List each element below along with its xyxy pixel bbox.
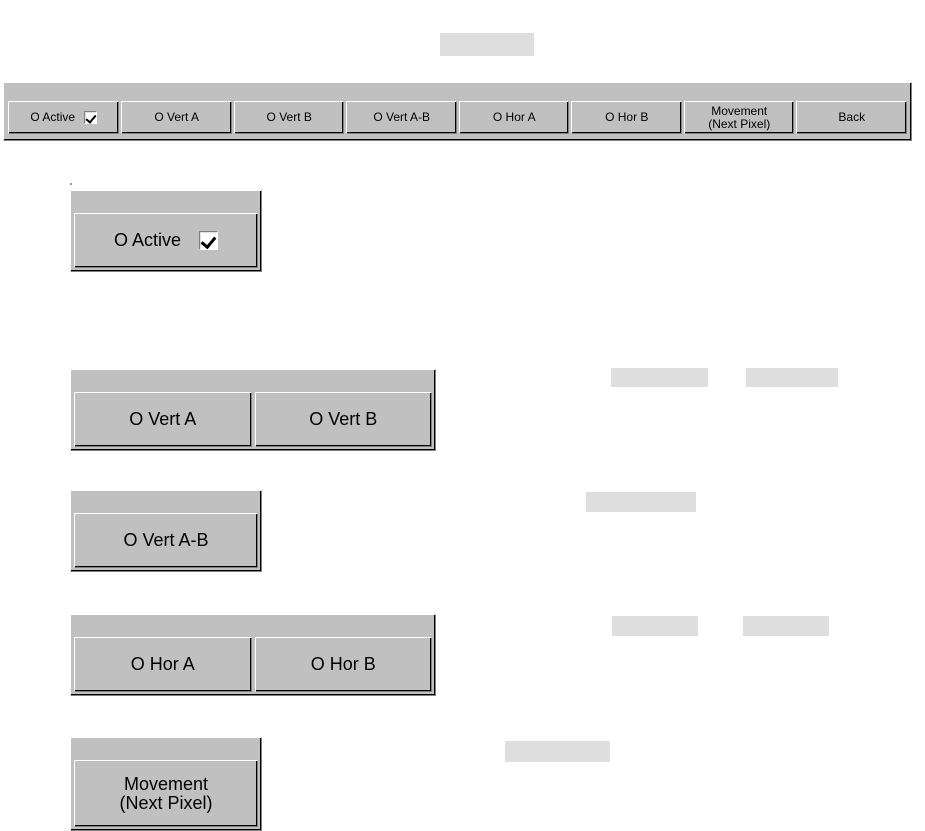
detail-button-o-vert-b-label: O Vert B xyxy=(309,409,378,430)
toolbar-button-o-hor-b[interactable]: O Hor B xyxy=(571,101,682,134)
detail-panel-o-hor-pair-row: O Hor A O Hor B xyxy=(74,637,432,692)
detail-panel-o-vert-pair-surface: O Vert A O Vert B xyxy=(74,373,432,447)
detail-button-movement[interactable]: Movement (Next Pixel) xyxy=(74,760,258,827)
annotation-note-vert-a xyxy=(611,368,708,387)
detail-button-o-hor-a[interactable]: O Hor A xyxy=(74,637,252,692)
annotation-note-hor-b xyxy=(743,616,829,636)
detail-panel-o-vert-pair-row: O Vert A O Vert B xyxy=(74,392,432,447)
detail-button-o-vert-a-b[interactable]: O Vert A-B xyxy=(74,513,258,568)
toolbar-button-o-active[interactable]: O Active xyxy=(8,101,120,134)
annotation-note-movement xyxy=(505,741,610,762)
annotation-note-vert-a-b xyxy=(586,492,696,512)
detail-button-o-active-label: O Active xyxy=(113,230,182,251)
detail-panel-o-active-row: O Active xyxy=(74,213,258,268)
detail-button-movement-label-line2: (Next Pixel) xyxy=(119,792,213,813)
detail-o-active-checkbox-icon[interactable] xyxy=(199,231,219,250)
o-active-checkbox-icon[interactable] xyxy=(84,110,98,124)
toolbar-button-movement[interactable]: Movement (Next Pixel) xyxy=(683,101,795,134)
detail-button-o-vert-a-b-label: O Vert A-B xyxy=(123,530,209,551)
toolbar-button-o-vert-b-label: O Vert B xyxy=(266,109,312,124)
toolbar-button-o-vert-a-label: O Vert A xyxy=(154,109,200,124)
toolbar-button-o-vert-a[interactable]: O Vert A xyxy=(121,101,232,134)
detail-button-o-active[interactable]: O Active xyxy=(74,213,258,268)
detail-panel-o-vert-a-minus-b-surface: O Vert A-B xyxy=(74,494,258,568)
toolbar-button-o-vert-a-b[interactable]: O Vert A-B xyxy=(346,101,457,134)
detail-button-o-hor-b[interactable]: O Hor B xyxy=(254,637,432,692)
toolbar-button-strip: O Active O Vert A O Vert B O Vert A-B O … xyxy=(8,101,907,134)
annotation-note-vert-b xyxy=(746,368,838,387)
detail-panel-o-hor-pair-surface: O Hor A O Hor B xyxy=(74,618,432,692)
detail-panel-o-vert-a-minus-b: O Vert A-B xyxy=(70,490,262,572)
detail-panel-movement-row: Movement (Next Pixel) xyxy=(74,760,258,827)
detail-button-movement-label-line1: Movement xyxy=(123,773,209,794)
toolbar-button-back-label: Back xyxy=(838,109,866,124)
toolbar-button-movement-label-line1: Movement xyxy=(711,103,768,118)
detail-button-o-vert-b[interactable]: O Vert B xyxy=(254,392,432,447)
toolbar-button-o-hor-b-label: O Hor B xyxy=(605,109,649,124)
detail-panel-o-active-surface: O Active xyxy=(74,194,258,268)
detail-button-o-vert-a[interactable]: O Vert A xyxy=(74,392,252,447)
detail-panel-o-vert-a-b-pair: O Vert A O Vert B xyxy=(70,369,436,451)
annotation-note-hor-a xyxy=(612,616,698,636)
toolbar-button-back[interactable]: Back xyxy=(796,101,907,134)
detail-button-o-hor-b-label: O Hor B xyxy=(310,654,376,675)
annotation-note-top xyxy=(440,33,534,56)
toolbar-button-o-active-label: O Active xyxy=(30,109,76,124)
toolbar-button-movement-label-line2: (Next Pixel) xyxy=(708,116,771,131)
detail-panel-movement: Movement (Next Pixel) xyxy=(70,737,262,831)
detail-panel-o-vert-a-minus-b-row: O Vert A-B xyxy=(74,513,258,568)
detail-button-o-vert-a-label: O Vert A xyxy=(129,409,197,430)
toolbar-button-o-hor-a-label: O Hor A xyxy=(492,109,536,124)
detail-panel-movement-surface: Movement (Next Pixel) xyxy=(74,741,258,827)
image-speck xyxy=(70,183,72,185)
toolbar-button-o-vert-a-b-label: O Vert A-B xyxy=(373,109,431,124)
detail-panel-o-hor-a-b-pair: O Hor A O Hor B xyxy=(70,614,436,696)
detail-button-o-hor-a-label: O Hor A xyxy=(130,654,195,675)
toolbar-button-o-vert-b[interactable]: O Vert B xyxy=(233,101,345,134)
toolbar-inner-surface: O Active O Vert A O Vert B O Vert A-B O … xyxy=(8,87,907,136)
detail-panel-o-active: O Active xyxy=(70,190,262,272)
o-toolbar: O Active O Vert A O Vert B O Vert A-B O … xyxy=(3,82,912,141)
toolbar-button-o-hor-a[interactable]: O Hor A xyxy=(458,101,570,134)
